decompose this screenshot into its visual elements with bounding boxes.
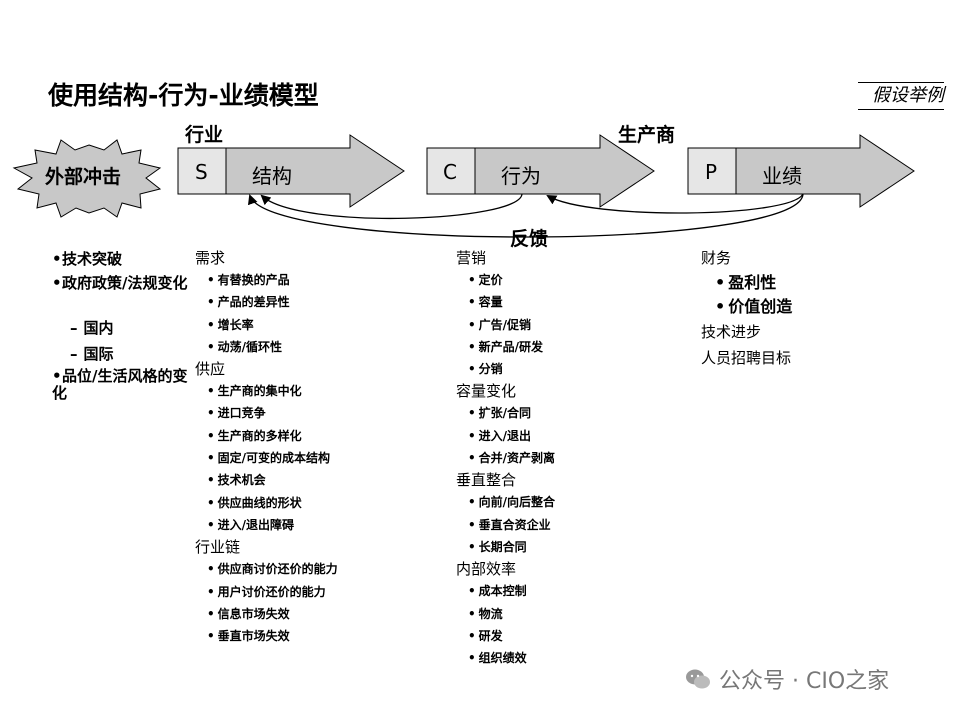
structure-code: S [195, 160, 208, 184]
feedback-curve-outer [248, 193, 804, 238]
list-item: 产品的差异性 [195, 291, 338, 313]
capacity-heading: 容量变化 [456, 382, 517, 401]
list-item: 信息市场失效 [195, 603, 338, 625]
list-item: 向前/向后整合 [456, 491, 555, 513]
list-item: 国际 [52, 343, 114, 364]
list-item: 用户讨价还价的能力 [195, 581, 338, 603]
list-item: 定价 [456, 269, 555, 291]
producer-label: 生产商 [618, 124, 676, 146]
list-item: 生产商的多样化 [195, 425, 338, 447]
list-item: 新产品/研发 [456, 336, 555, 358]
structure-column: 需求 有替换的产品 产品的差异性 增长率 动荡/循环性 供应 生产商的集中化 进… [195, 247, 338, 647]
marketing-heading: 营销 [456, 249, 487, 267]
stamp-label: 假设举例 [872, 85, 944, 106]
chain-heading: 行业链 [195, 538, 241, 557]
list-item: 合并/资产剥离 [456, 447, 555, 469]
list-item: 组织绩效 [456, 647, 555, 669]
list-item: 进入/退出障碍 [195, 514, 338, 536]
list-item: 容量 [456, 291, 555, 313]
efficiency-heading: 内部效率 [456, 560, 517, 579]
industry-label: 行业 [185, 124, 224, 146]
watermark-text: 公众号 · CIO之家 [719, 669, 890, 694]
conduct-column: 营销 定价 容量 广告/促销 新产品/研发 分销 容量变化 扩张/合同 进入/退… [456, 247, 555, 669]
finance-heading: 财务 [701, 249, 732, 267]
list-item: 研发 [456, 625, 555, 647]
list-item: •品位/生活风格的变化 [52, 367, 188, 402]
list-item: 成本控制 [456, 580, 555, 602]
wechat-icon [686, 669, 710, 689]
list-item: 固定/可变的成本结构 [195, 447, 338, 469]
feedback-label: 反馈 [510, 228, 549, 250]
tech-progress: 技术进步 [701, 323, 762, 341]
structure-code-box [177, 147, 227, 195]
structure-name: 结构 [252, 164, 292, 188]
list-item: 供应商讨价还价的能力 [195, 558, 338, 580]
demand-heading: 需求 [195, 249, 226, 267]
wechat-watermark: 公众号 · CIO之家 [685, 663, 889, 695]
conduct-code-box [426, 147, 476, 195]
performance-code: P [705, 160, 718, 184]
hiring-goals: 人员招聘目标 [701, 349, 792, 367]
list-item: 有替换的产品 [195, 269, 338, 291]
page-title: 使用结构-行为-业绩模型 [48, 81, 319, 110]
scp-diagram [12, 134, 915, 238]
conduct-name: 行为 [501, 164, 541, 188]
list-item: 盈利性 [701, 271, 792, 295]
supply-heading: 供应 [195, 360, 226, 379]
list-item: •政府政策/法规变化 [52, 274, 188, 292]
list-item: 动荡/循环性 [195, 336, 338, 358]
vertical-heading: 垂直整合 [456, 471, 517, 490]
performance-name: 业绩 [762, 164, 802, 188]
list-item: 扩张/合同 [456, 402, 555, 424]
hypothetical-example-stamp: 假设举例 [858, 82, 944, 110]
list-item: 增长率 [195, 314, 338, 336]
list-item: 广告/促销 [456, 314, 555, 336]
list-item: 垂直市场失效 [195, 625, 338, 647]
external-shock-burst [12, 139, 162, 218]
list-item: 进入/退出 [456, 425, 555, 447]
feedback-curve-inner [260, 193, 523, 220]
external-shock-label: 外部冲击 [45, 166, 122, 188]
list-item: 价值创造 [701, 295, 792, 319]
list-item: 进口竞争 [195, 402, 338, 424]
list-item: 供应曲线的形状 [195, 492, 338, 514]
list-item: 技术机会 [195, 469, 338, 491]
list-item: •技术突破 [52, 250, 123, 268]
list-item: 长期合同 [456, 536, 555, 558]
feedback-curve-right [546, 193, 804, 214]
list-item: 垂直合资企业 [456, 514, 555, 536]
conduct-code: C [443, 160, 457, 184]
list-item: 生产商的集中化 [195, 380, 338, 402]
performance-column: 财务 盈利性 价值创造 技术进步 人员招聘目标 [701, 245, 792, 371]
performance-code-box [687, 147, 737, 195]
list-item: 国内 [52, 317, 114, 338]
list-item: 分销 [456, 358, 555, 380]
list-item: 物流 [456, 603, 555, 625]
